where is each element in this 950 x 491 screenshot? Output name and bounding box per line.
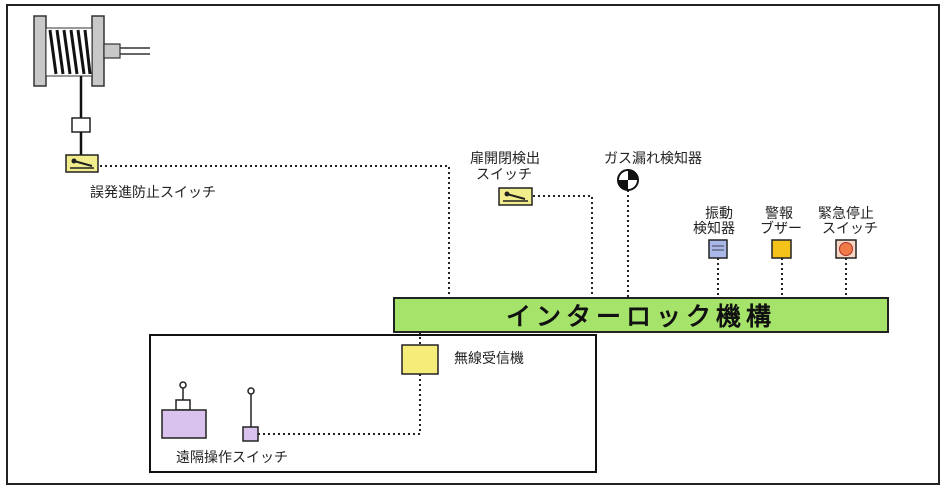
winch-drum	[33, 15, 150, 87]
transmitter-icon	[161, 381, 207, 439]
estop-label-line1: 緊急停止	[818, 206, 874, 222]
winch-rope	[71, 76, 91, 155]
gas-detector-icon	[617, 169, 639, 191]
remote-switch-label: 遠隔操作スイッチ	[176, 450, 288, 466]
interlock-label: インターロック機構	[505, 302, 776, 331]
interlock-bar	[393, 297, 889, 333]
vibration-label-line1: 振動	[705, 206, 733, 222]
vibration-detector-icon	[708, 239, 728, 259]
receiver-icon	[401, 344, 439, 375]
receiver-label: 無線受信機	[454, 351, 524, 367]
gas-detector-label: ガス漏れ検知器	[604, 151, 702, 167]
buzzer-label-line2: ブザー	[760, 221, 802, 237]
misfire-switch-icon	[65, 154, 99, 173]
door-switch-label-line2: スイッチ	[476, 167, 532, 183]
estop-label-line2: スイッチ	[822, 221, 878, 237]
vibration-label-line2: 検知器	[693, 221, 735, 237]
misfire-switch-label: 誤発進防止スイッチ	[90, 185, 216, 201]
buzzer-icon	[771, 239, 792, 259]
door-switch-icon	[498, 187, 533, 206]
remote-switch-icon	[242, 387, 259, 442]
door-switch-label-line1: 扉開閉検出	[470, 151, 540, 167]
signal-wires	[100, 165, 847, 435]
emergency-stop-icon	[835, 239, 857, 259]
remote-system-box	[149, 334, 597, 473]
buzzer-label-line1: 警報	[765, 206, 793, 222]
